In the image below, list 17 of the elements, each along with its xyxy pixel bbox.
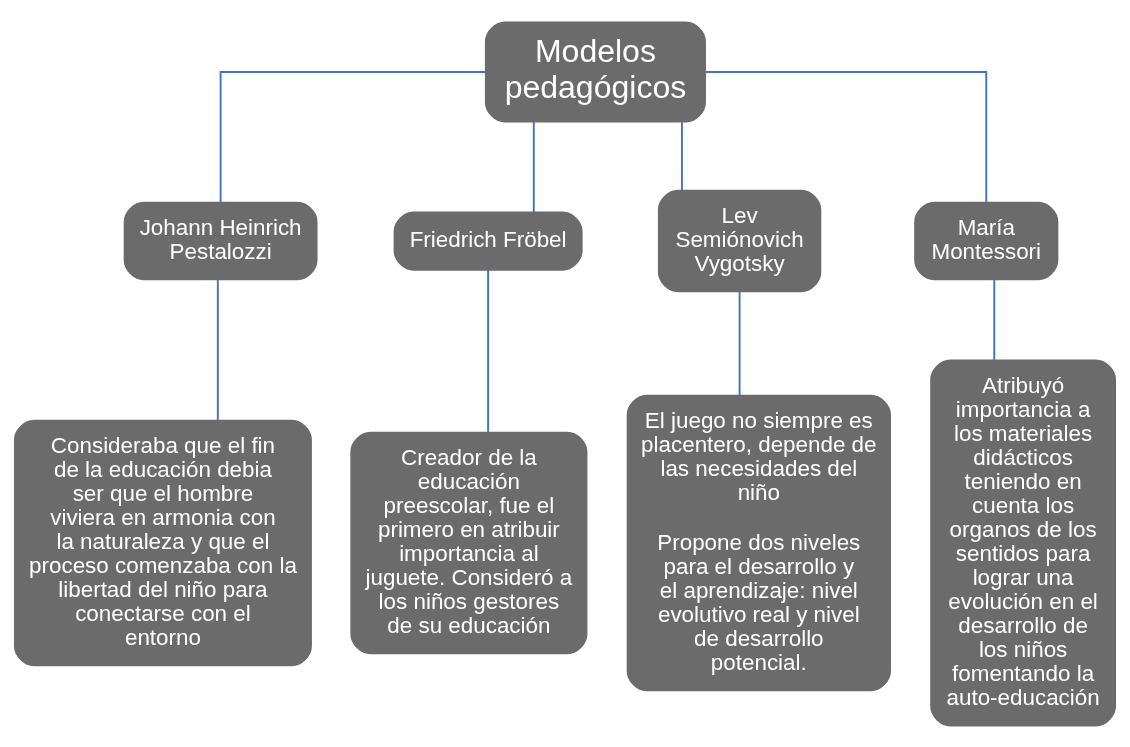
node-box: Atribuyó importancia a los materiales didácticos teniendo en cuenta los organos de los sentidos para lograr una evolución en el desarrollo de los niños fomentando la auto-educación	[930, 359, 1116, 726]
node-box: Creador de la educación preescolar, fue el primero en atribuir importancia al juguete. Consideró a los niños gestores de su educación	[350, 431, 588, 654]
node-box: Friedrich Fröbel	[393, 210, 583, 271]
connector	[216, 278, 219, 421]
connector	[738, 290, 741, 396]
node-box: Lev Semiónovich Vygotsky	[657, 189, 822, 292]
node-box: Modelos pedagógicos	[484, 21, 706, 122]
connector	[532, 120, 535, 213]
node-box: Johann Heinrich Pestalozzi	[123, 201, 318, 280]
connector	[704, 70, 988, 203]
node-box: María Montessori	[914, 201, 1059, 280]
node-box: Consideraba que el fin de la educación debia ser que el hombre viviera en armonia con la naturaleza y que el proceso comenzaba con la libertad del niño para conectarse con el entorno	[14, 419, 312, 666]
connector	[993, 278, 996, 361]
connector	[487, 268, 490, 433]
connector	[219, 70, 487, 203]
connector	[680, 120, 683, 191]
node-box: El juego no siempre es placentero, depende de las necesidades del niño Propone dos niveles para el desarrollo y el aprendizaje: nivel evolutivo real y nivel de desarrollo potencial.	[626, 394, 891, 691]
